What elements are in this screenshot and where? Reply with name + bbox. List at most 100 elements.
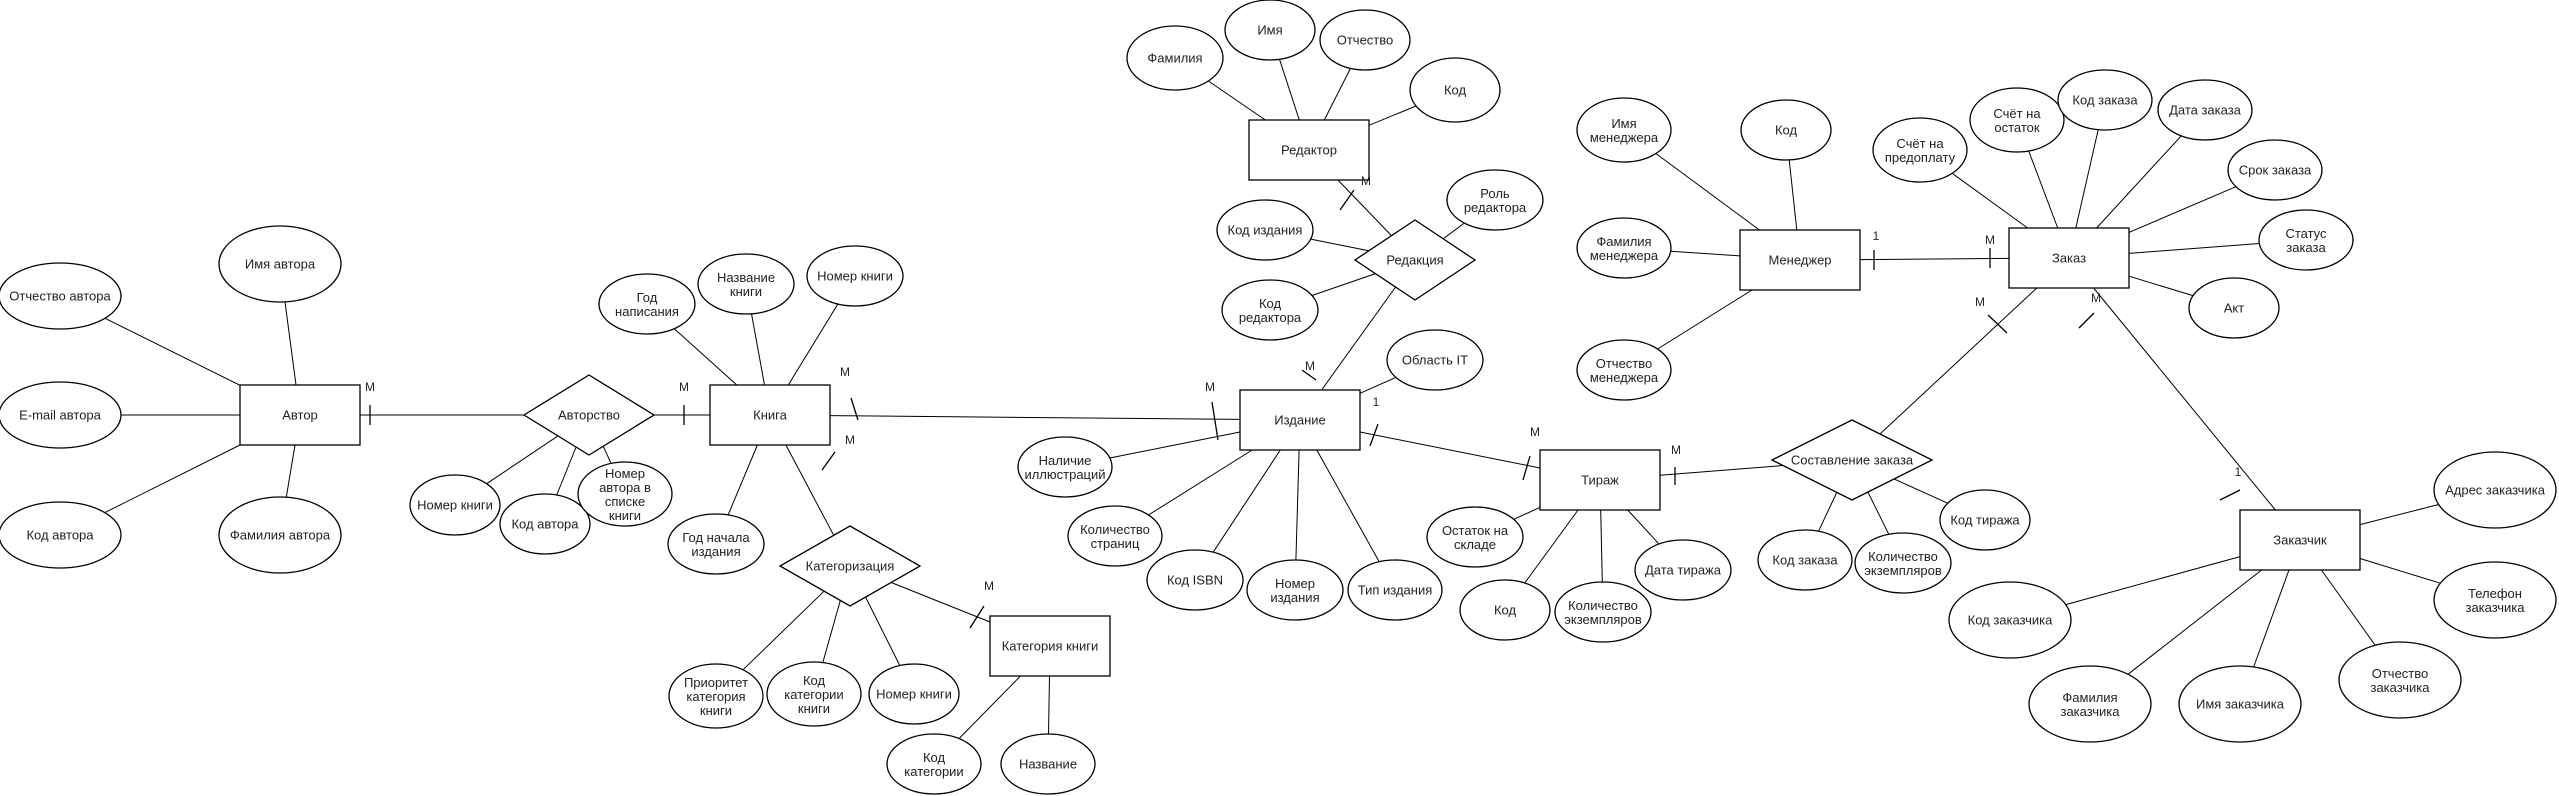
attribute-z_srok[interactable]: Срок заказа (2227, 139, 2323, 201)
relationship-label: Авторство (558, 408, 620, 423)
zakaz-bottom-tick (2078, 312, 2095, 329)
attribute-i_oblast[interactable]: Область IT (1386, 329, 1484, 391)
entity-shape (239, 384, 361, 446)
attribute-shape (1224, 0, 1316, 61)
attribute-a_email[interactable]: E-mail автора (0, 381, 122, 449)
relationship-sostavlenie[interactable]: Составление заказа (1770, 419, 1934, 501)
attribute-shape (886, 733, 982, 795)
attribute-shape (2178, 665, 2302, 743)
attribute-zc_kod[interactable]: Код заказчика (1948, 581, 2072, 659)
attribute-shape (0, 262, 122, 330)
attribute-kat_nazv[interactable]: Название (1000, 733, 1096, 795)
attribute-av_nomer[interactable]: Номер книги (409, 474, 501, 536)
attribute-a_fam[interactable]: Фамилия автора (218, 496, 342, 574)
attribute-s_kodtir[interactable]: Код тиража (1939, 489, 2031, 551)
attribute-rd_kodizd[interactable]: Код издания (1216, 199, 1314, 261)
attribute-i_tip[interactable]: Тип издания (1347, 559, 1443, 621)
izdanie-right-tick (1369, 423, 1379, 447)
attribute-shape (218, 496, 342, 574)
attribute-shape (697, 253, 795, 315)
attribute-t_kod[interactable]: Код (1459, 579, 1551, 641)
attribute-label: Имя (1257, 23, 1282, 38)
attribute-k_nomer[interactable]: Номер книги (806, 245, 904, 307)
relationship-shape (778, 525, 922, 607)
connector-z_status-zakaz (2128, 243, 2260, 254)
attribute-shape (0, 501, 122, 569)
attribute-shape (1126, 25, 1224, 91)
attribute-z_kod[interactable]: Код заказа (2057, 69, 2153, 131)
attribute-r_imya[interactable]: Имя (1224, 0, 1316, 61)
entity-tirazh[interactable]: Тираж (1539, 449, 1661, 511)
attribute-a_kod[interactable]: Код автора (0, 501, 122, 569)
entity-redaktor[interactable]: Редактор (1248, 119, 1370, 181)
relationship-redakciya[interactable]: Редакция (1353, 219, 1477, 301)
attribute-shape (766, 661, 862, 727)
attribute-z_akt[interactable]: Акт (2188, 277, 2280, 339)
attribute-a_otch[interactable]: Отчество автора (0, 262, 122, 330)
attribute-t_data[interactable]: Дата тиража (1634, 539, 1732, 601)
entity-label: Заказ (2052, 251, 2086, 266)
relationship-kategorizaciya[interactable]: Категоризация (778, 525, 922, 607)
attribute-s_kodzak[interactable]: Код заказа (1757, 529, 1853, 591)
attribute-r_otch[interactable]: Отчество (1319, 9, 1411, 71)
connector-k_god-kniga (673, 328, 738, 386)
attribute-zc_imya[interactable]: Имя заказчика (2178, 665, 2302, 743)
attribute-i_isbn[interactable]: Код ISBN (1146, 549, 1244, 611)
cardinality-label-5: M (984, 579, 994, 593)
entity-menedzher[interactable]: Менеджер (1739, 229, 1861, 291)
entity-zakaz[interactable]: Заказ (2008, 227, 2130, 289)
attribute-kt_nomer[interactable]: Номер книги (868, 663, 960, 725)
entity-kategoriya[interactable]: Категория книги (989, 615, 1111, 677)
attribute-label: Код заказа (1772, 553, 1838, 568)
attribute-z_data[interactable]: Дата заказа (2157, 79, 2253, 141)
attribute-zc_adres[interactable]: Адрес заказчика (2433, 451, 2557, 529)
attribute-label: Отчество автора (9, 289, 111, 304)
attribute-m_kod[interactable]: Код (1740, 99, 1832, 161)
attribute-shape (1939, 489, 2031, 551)
entity-shape (2008, 227, 2130, 289)
entity-izdanie[interactable]: Издание (1239, 389, 1361, 451)
attribute-shape (1757, 529, 1853, 591)
attribute-av_kod[interactable]: Код автора (499, 493, 591, 555)
entity-kniga[interactable]: Книга (709, 384, 831, 446)
connector-r_fam-redaktor (1208, 80, 1266, 121)
entity-avtor[interactable]: Автор (239, 384, 361, 446)
attribute-label: Код автора (511, 517, 579, 532)
connector-i_kolstr-izdanie (1148, 449, 1253, 516)
attribute-a_imya[interactable]: Имя автора (218, 225, 342, 303)
kniga-bottom-tick (821, 451, 836, 471)
attribute-r_fam[interactable]: Фамилия (1126, 25, 1224, 91)
relationship-avtorstvo[interactable]: Авторство (522, 374, 656, 456)
attribute-r_kod[interactable]: Код (1409, 57, 1501, 123)
entity-zakazchik[interactable]: Заказчик (2239, 509, 2361, 571)
connector-t_data-tirazh (1627, 509, 1660, 545)
